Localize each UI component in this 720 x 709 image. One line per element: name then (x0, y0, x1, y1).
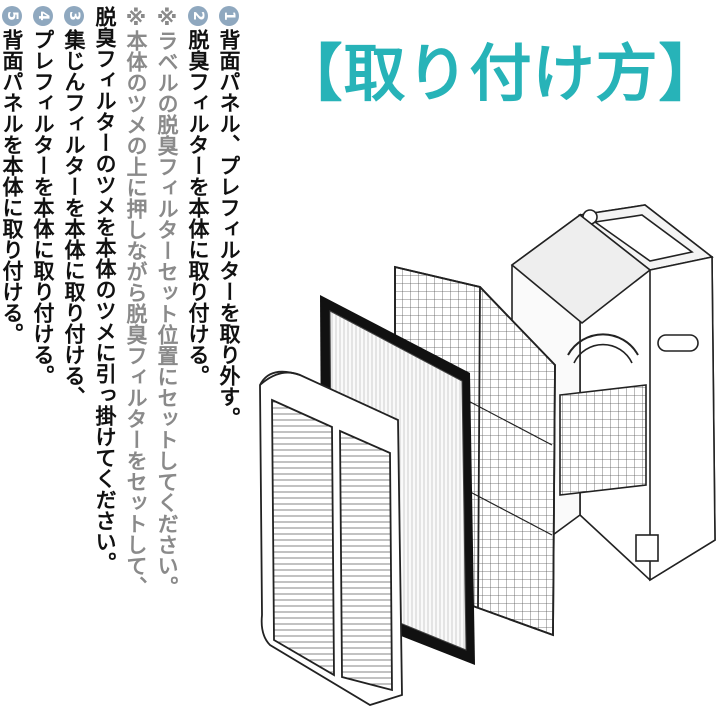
note-text: ※本体のツメの上に押しながら脱臭フィルターをセットして、 (124, 6, 148, 597)
step-note-2: ※本体のツメの上に押しながら脱臭フィルターをセットして、 (123, 6, 149, 706)
step-text: 脱臭フィルターを本体に取り付ける。 (186, 29, 210, 386)
step-text: 背面パネル、プレフィルターを取り外す。 (217, 29, 241, 428)
step-number-badge: 3 (64, 6, 84, 26)
step-number-badge: 2 (188, 6, 208, 26)
step-2: 2 脱臭フィルターを本体に取り付ける。 (185, 6, 211, 706)
step-3: 3 集じんフィルターを本体に取り付ける、 (61, 6, 87, 706)
rear-panel (259, 370, 403, 706)
step-1: 1 背面パネル、プレフィルターを取り外す。 (216, 6, 242, 706)
step-number-badge: 1 (219, 6, 239, 26)
filter-assembly-diagram (259, 204, 716, 706)
step-continuation: 脱臭フィルターのツメを本体のツメに引っ掛けてください。 (92, 6, 118, 706)
step-text: 背面パネルを本体に取り付ける。 (0, 29, 24, 344)
step-text: 脱臭フィルターのツメを本体のツメに引っ掛けてください。 (93, 6, 117, 573)
instruction-steps: 1背面パネル、プレフィルターを取り外す。 2脱臭フィルターを本体に取り付ける。 … (0, 6, 242, 706)
step-number-badge: 5 (2, 6, 22, 26)
step-note-1: ※ラベルの脱臭フィルターセット位置にセットしてください。 (154, 6, 180, 706)
note-text: ※ラベルの脱臭フィルターセット位置にセットしてください。 (155, 6, 179, 597)
page-title: 【取り付け方】 (280, 37, 720, 110)
step-text: 集じんフィルターを本体に取り付ける、 (62, 29, 86, 407)
step-number-badge: 4 (33, 6, 53, 26)
step-text: プレフィルターを本体に取り付ける。 (31, 29, 55, 386)
step-5: 5 背面パネルを本体に取り付ける。 (0, 6, 25, 706)
step-4: 4 プレフィルターを本体に取り付ける。 (30, 6, 56, 706)
